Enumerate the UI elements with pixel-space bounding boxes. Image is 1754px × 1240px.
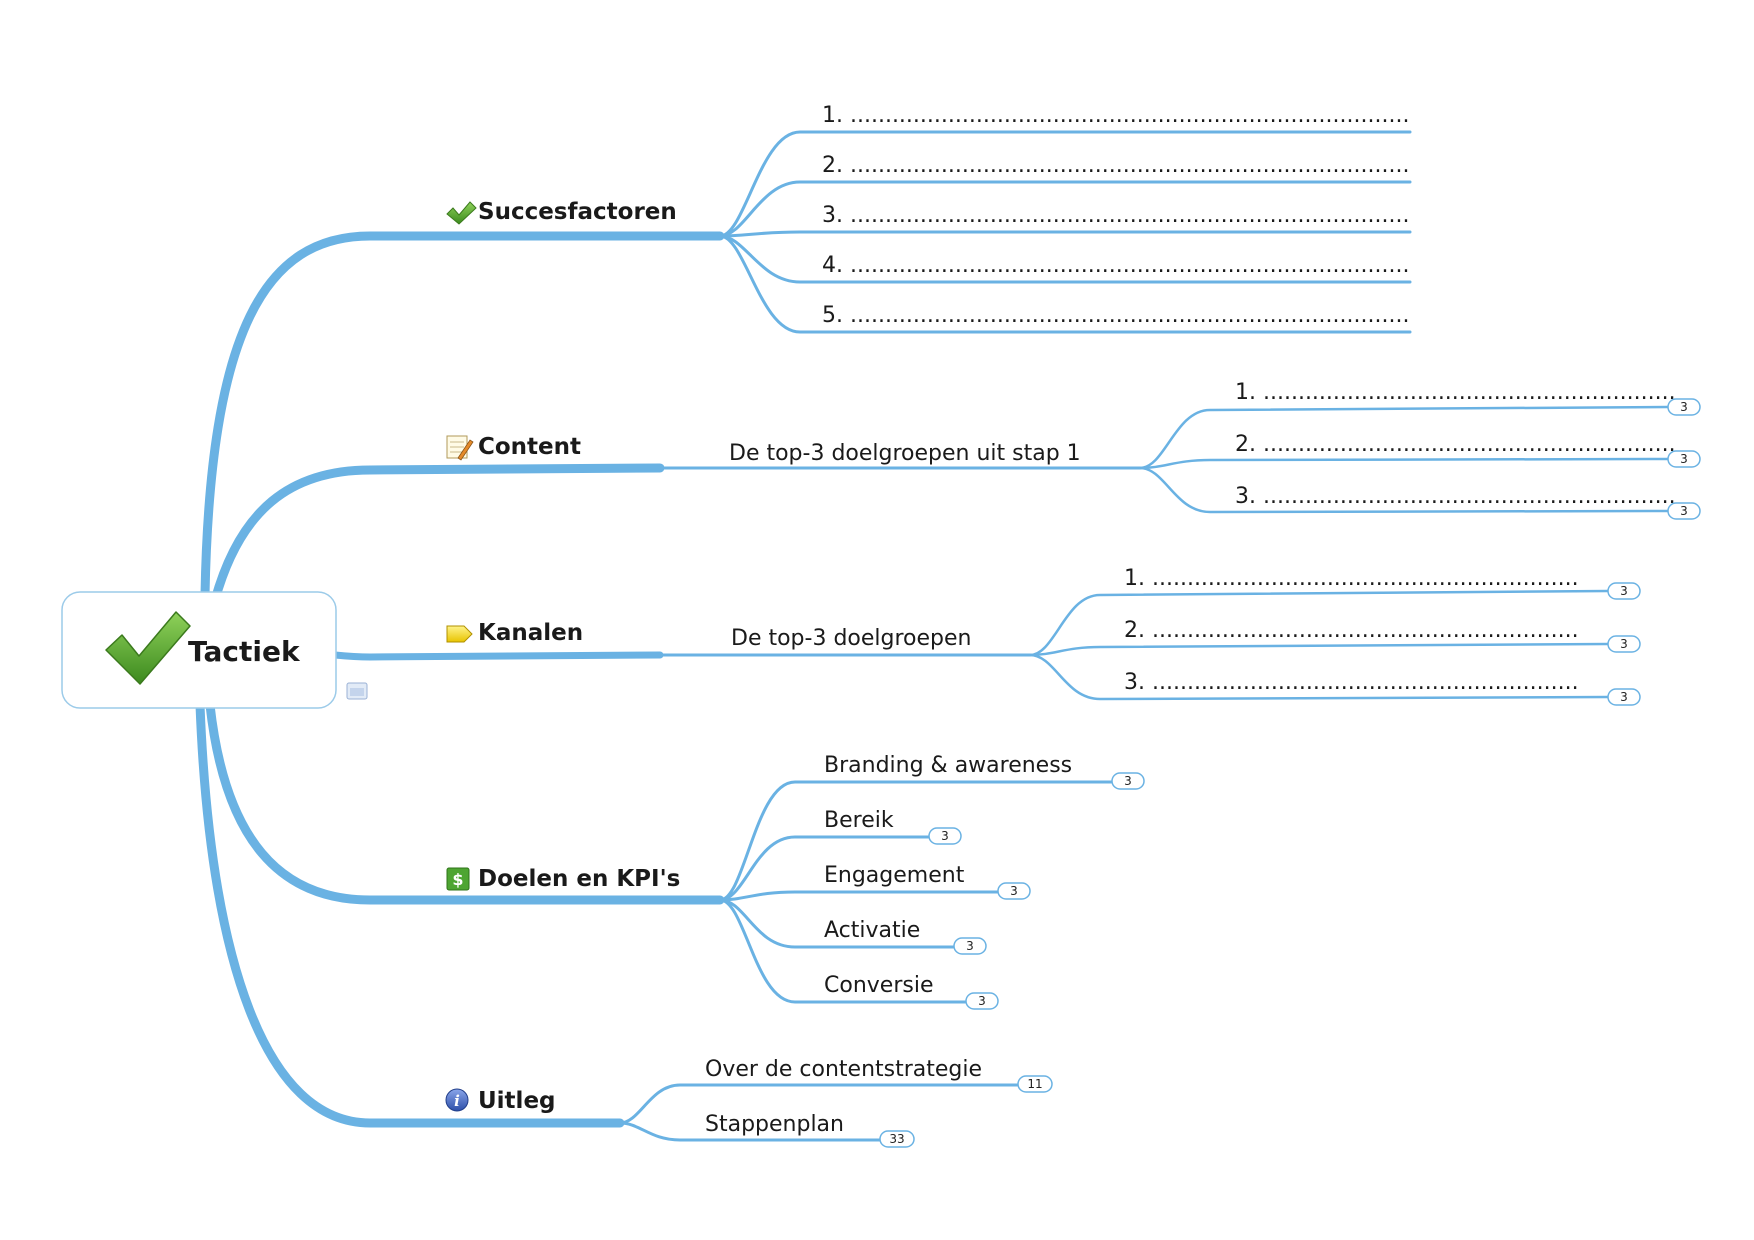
branch-line-succesfactoren [200, 231, 725, 600]
doel-item-branding[interactable]: Branding & awareness [824, 753, 1072, 778]
count-badge[interactable]: 33 [879, 1130, 915, 1148]
svg-text:3: 3 [1680, 400, 1688, 414]
branch-label: Uitleg [478, 1088, 556, 1114]
root-title: Tactiek [188, 635, 301, 668]
succesfactor-item-1[interactable]: 1. .....................................… [822, 103, 1409, 128]
svg-text:3: 3 [1680, 452, 1688, 466]
root-node[interactable]: Tactiek [61, 591, 337, 709]
checkmark-icon [105, 611, 191, 685]
uitleg-item-contentstrategie[interactable]: Over de contentstrategie [705, 1057, 982, 1082]
note-icon[interactable] [346, 682, 368, 700]
branch-label: Content [478, 434, 581, 460]
kanalen-subtopic[interactable]: De top-3 doelgroepen [731, 626, 972, 651]
count-badge[interactable]: 3 [1667, 450, 1701, 468]
content-item-1[interactable]: 1. .....................................… [1235, 380, 1676, 405]
info-icon: i [445, 1088, 469, 1112]
kanalen-children-lines [1028, 589, 1610, 701]
succesfactor-item-2[interactable]: 2. .....................................… [822, 153, 1409, 178]
svg-text:3: 3 [978, 994, 986, 1008]
svg-text:3: 3 [1620, 690, 1628, 704]
count-badge[interactable]: 3 [953, 937, 987, 955]
checkmark-icon [446, 201, 477, 225]
doel-item-bereik[interactable]: Bereik [824, 808, 894, 833]
tag-icon [446, 625, 473, 643]
svg-text:3: 3 [1010, 884, 1018, 898]
branch-doelen[interactable]: $ Doelen en KPI's [446, 866, 680, 892]
svg-text:3: 3 [1124, 774, 1132, 788]
svg-text:3: 3 [1620, 637, 1628, 651]
svg-text:3: 3 [941, 829, 949, 843]
svg-text:i: i [454, 1092, 460, 1110]
doel-item-engagement[interactable]: Engagement [824, 863, 965, 888]
count-badge[interactable]: 3 [1667, 502, 1701, 520]
kanalen-item-3[interactable]: 3. .....................................… [1124, 670, 1579, 695]
succesfactoren-children-lines [718, 130, 1412, 334]
content-item-3[interactable]: 3. .....................................… [1235, 484, 1676, 509]
count-badge[interactable]: 3 [1607, 635, 1641, 653]
succesfactor-item-5[interactable]: 5. .....................................… [822, 303, 1409, 328]
svg-text:3: 3 [1620, 584, 1628, 598]
kanalen-item-1[interactable]: 1. .....................................… [1124, 566, 1579, 591]
branch-line-doelen [205, 700, 725, 905]
svg-text:11: 11 [1027, 1077, 1042, 1091]
uitleg-children-lines [618, 1083, 1024, 1142]
succesfactor-item-4[interactable]: 4. .....................................… [822, 253, 1409, 278]
dollar-icon: $ [446, 867, 470, 891]
branch-uitleg[interactable]: i Uitleg [445, 1088, 556, 1114]
count-badge[interactable]: 3 [1667, 398, 1701, 416]
doelen-children-lines [718, 780, 1120, 1004]
uitleg-item-stappenplan[interactable]: Stappenplan [705, 1112, 844, 1137]
branch-content[interactable]: Content [446, 434, 581, 461]
branch-label: Kanalen [478, 620, 583, 646]
branch-line-kanalen [331, 651, 664, 661]
svg-text:3: 3 [966, 939, 974, 953]
kanalen-item-2[interactable]: 2. .....................................… [1124, 618, 1579, 643]
branch-kanalen[interactable]: Kanalen [446, 620, 583, 646]
branch-label: Doelen en KPI's [478, 866, 680, 892]
content-children-lines [1138, 405, 1670, 514]
count-badge[interactable]: 3 [1111, 772, 1145, 790]
count-badge[interactable]: 3 [997, 882, 1031, 900]
svg-text:33: 33 [889, 1132, 904, 1146]
branch-label: Succesfactoren [478, 199, 677, 225]
doel-item-conversie[interactable]: Conversie [824, 973, 933, 998]
succesfactor-item-3[interactable]: 3. .....................................… [822, 203, 1409, 228]
count-badge[interactable]: 11 [1017, 1075, 1053, 1093]
branch-succesfactoren[interactable]: Succesfactoren [446, 199, 677, 225]
doel-item-activatie[interactable]: Activatie [824, 918, 920, 943]
notepad-icon [446, 435, 474, 461]
svg-text:3: 3 [1680, 504, 1688, 518]
content-subtopic[interactable]: De top-3 doelgroepen uit stap 1 [729, 441, 1081, 466]
count-badge[interactable]: 3 [928, 827, 962, 845]
count-badge[interactable]: 3 [965, 992, 999, 1010]
count-badge[interactable]: 3 [1607, 688, 1641, 706]
svg-text:$: $ [452, 870, 463, 889]
content-item-2[interactable]: 2. .....................................… [1235, 432, 1676, 457]
branch-line-uitleg [195, 700, 625, 1128]
branch-line-content [210, 463, 665, 605]
count-badge[interactable]: 3 [1607, 582, 1641, 600]
main-branch-lines [195, 231, 725, 1128]
